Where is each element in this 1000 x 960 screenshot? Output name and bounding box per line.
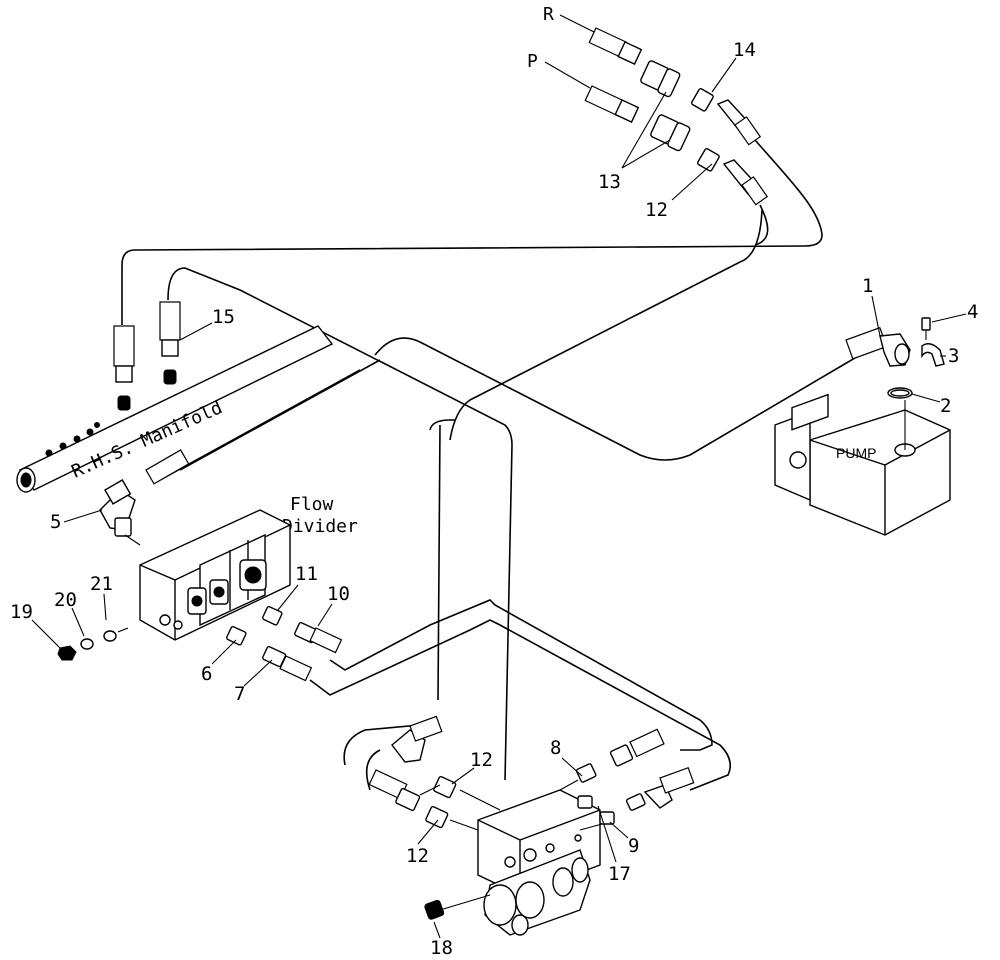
callout-12-top: 12 — [470, 749, 493, 771]
callout-1: 1 — [862, 275, 873, 297]
callout-14: 13 — [598, 171, 621, 193]
mounting-hardware: 19 20 21 — [10, 573, 129, 661]
pump-label: PUMP — [836, 445, 876, 461]
callout-10: 10 — [327, 583, 350, 605]
callout-12-bottom: 12 — [406, 845, 429, 867]
pump-assembly: PUMP 1 2 3 4 — [774, 275, 978, 536]
callout-15: 14 — [733, 39, 756, 61]
flow-divider: Flow Divider 5 11 10 — [50, 449, 358, 705]
callout-8: 8 — [550, 737, 561, 759]
valve-block: 18 12 12 8 17 9 — [368, 715, 695, 959]
callout-5: 5 — [50, 511, 61, 533]
callout-20: 20 — [54, 589, 77, 611]
callout-3: 3 — [948, 345, 959, 367]
callout-6: 6 — [201, 663, 212, 685]
callout-16: 15 — [212, 306, 235, 328]
callout-9: 9 — [628, 835, 639, 857]
callout-18: 18 — [430, 937, 453, 959]
callout-2: 2 — [940, 395, 951, 417]
callout-4: 4 — [967, 301, 978, 323]
callout-21: 21 — [90, 573, 113, 595]
flow-divider-label-2: Divider — [282, 516, 358, 537]
callout-13: 12 — [645, 199, 668, 221]
pressure-return-group: R P 14 13 12 — [527, 4, 769, 221]
callout-11: 11 — [295, 563, 318, 585]
callout-7: 7 — [234, 683, 245, 705]
callout-19: 19 — [10, 601, 33, 623]
hose-routing — [121, 139, 861, 791]
label-r: R — [543, 4, 554, 25]
label-p: P — [527, 51, 538, 72]
flow-divider-label-1: Flow — [290, 494, 334, 515]
callout-17: 17 — [608, 863, 631, 885]
